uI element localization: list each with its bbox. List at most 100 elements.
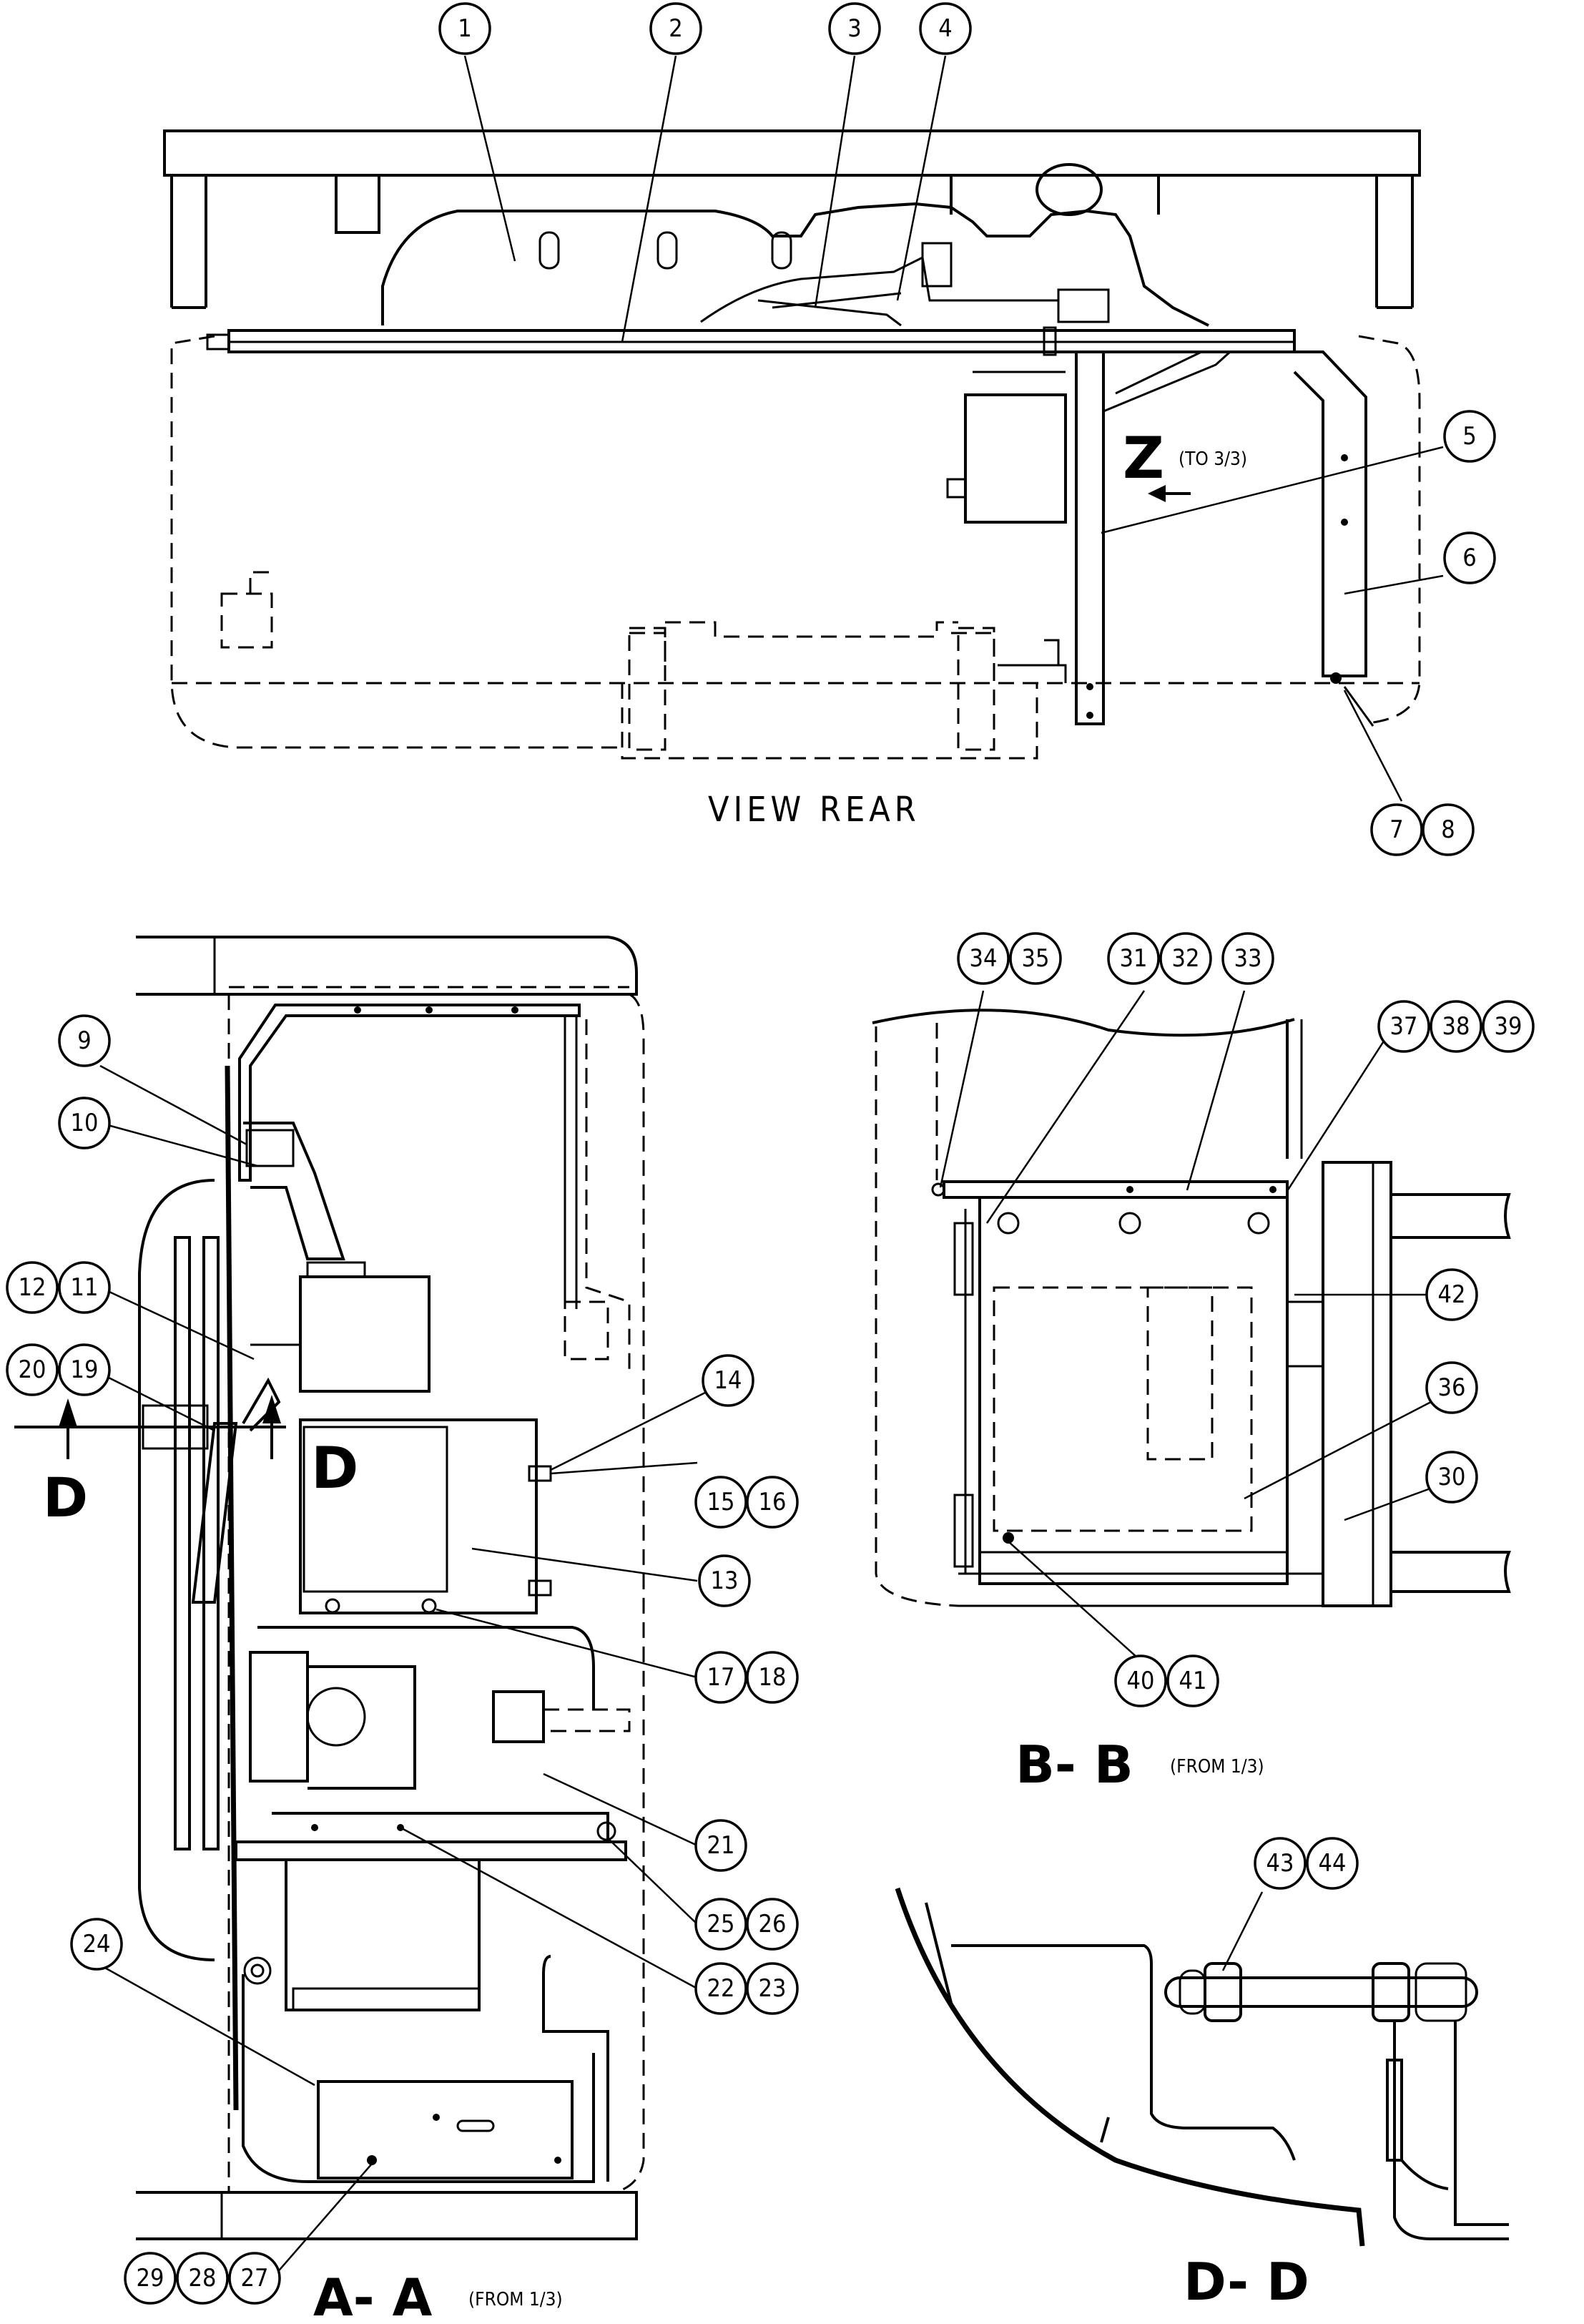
svg-text:43: 43 [1266, 1849, 1294, 1878]
callout-32: 32 [1159, 932, 1212, 985]
callout-6: 6 [1443, 531, 1496, 584]
section-dd-title: D- D [1184, 2252, 1309, 2312]
callout-3: 3 [828, 2, 881, 55]
callout-35: 35 [1009, 932, 1062, 985]
callout-15: 15 [694, 1476, 747, 1529]
svg-text:34: 34 [970, 944, 998, 973]
svg-text:39: 39 [1495, 1012, 1522, 1041]
svg-text:27: 27 [241, 2264, 269, 2293]
svg-text:38: 38 [1442, 1012, 1470, 1041]
svg-text:14: 14 [714, 1366, 742, 1395]
callout-42: 42 [1425, 1268, 1478, 1321]
svg-text:13: 13 [711, 1567, 739, 1595]
callout-8: 8 [1422, 803, 1475, 856]
callout-21: 21 [694, 1819, 747, 1872]
callout-22: 22 [694, 1962, 747, 2015]
svg-text:25: 25 [707, 1910, 735, 1938]
callout-10: 10 [58, 1097, 111, 1149]
svg-text:19: 19 [71, 1355, 99, 1384]
svg-text:3: 3 [847, 14, 861, 43]
svg-text:21: 21 [707, 1831, 735, 1860]
svg-text:44: 44 [1319, 1849, 1347, 1878]
callout-37: 37 [1377, 1000, 1430, 1053]
svg-text:41: 41 [1179, 1667, 1207, 1695]
svg-text:35: 35 [1022, 944, 1050, 973]
svg-text:6: 6 [1462, 544, 1476, 572]
callout-30: 30 [1425, 1451, 1478, 1504]
svg-text:2: 2 [669, 14, 682, 43]
callout-5: 5 [1443, 410, 1496, 463]
callout-4: 4 [919, 2, 972, 55]
section-bb: B- B (FROM 1/3) [872, 1009, 1511, 1795]
section-bb-from: (FROM 1/3) [1170, 1756, 1264, 1778]
callout-9: 9 [58, 1014, 111, 1067]
callout-2: 2 [649, 2, 702, 55]
svg-text:16: 16 [759, 1488, 787, 1516]
callout-23: 23 [746, 1962, 799, 2015]
callout-14: 14 [702, 1354, 754, 1407]
z-marker-letter: Z [1123, 425, 1164, 491]
callout-34: 34 [957, 932, 1010, 985]
callout-13: 13 [698, 1554, 751, 1607]
section-aa: D D A- [14, 936, 645, 2324]
callout-17: 17 [694, 1651, 747, 1704]
svg-text:42: 42 [1438, 1280, 1466, 1309]
svg-text:24: 24 [83, 1930, 111, 1958]
svg-text:5: 5 [1462, 422, 1476, 451]
callout-20: 20 [6, 1343, 59, 1396]
svg-text:11: 11 [71, 1273, 99, 1302]
callout-33: 33 [1221, 932, 1274, 985]
callout-43: 43 [1254, 1837, 1307, 1890]
svg-text:4: 4 [938, 14, 952, 43]
callout-38: 38 [1430, 1000, 1482, 1053]
svg-text:31: 31 [1120, 944, 1148, 973]
callout-12: 12 [6, 1261, 59, 1314]
svg-text:36: 36 [1438, 1373, 1466, 1402]
svg-text:8: 8 [1441, 815, 1455, 844]
section-aa-from: (FROM 1/3) [468, 2289, 563, 2310]
section-dd: D- D [895, 1887, 1509, 2312]
svg-text:32: 32 [1172, 944, 1200, 973]
callouts: 1 2 3 4 5 6 7 8 9 10 12 11 20 19 14 15 1… [6, 2, 1535, 2305]
callout-25: 25 [694, 1898, 747, 1951]
svg-text:28: 28 [189, 2264, 217, 2293]
svg-text:12: 12 [19, 1273, 46, 1302]
svg-text:15: 15 [707, 1488, 735, 1516]
callout-31: 31 [1107, 932, 1160, 985]
callout-18: 18 [746, 1651, 799, 1704]
svg-text:17: 17 [707, 1663, 735, 1692]
callout-24: 24 [70, 1918, 123, 1971]
svg-text:10: 10 [71, 1109, 99, 1137]
svg-text:18: 18 [759, 1663, 787, 1692]
z-marker-note: (TO 3/3) [1179, 448, 1247, 470]
svg-text:37: 37 [1390, 1012, 1418, 1041]
view-rear: Z (TO 3/3) VIEW REAR [163, 129, 1421, 830]
svg-text:7: 7 [1389, 815, 1403, 844]
svg-text:29: 29 [137, 2264, 164, 2293]
callout-39: 39 [1482, 1000, 1535, 1053]
callout-11: 11 [58, 1261, 111, 1314]
callout-28: 28 [176, 2252, 229, 2305]
callout-41: 41 [1166, 1654, 1219, 1707]
svg-text:9: 9 [77, 1026, 91, 1055]
svg-text:30: 30 [1438, 1463, 1466, 1491]
svg-text:20: 20 [19, 1355, 46, 1384]
section-aa-title: A- A [313, 2267, 433, 2324]
section-d-arrow-label: D [43, 1466, 88, 1529]
callout-29: 29 [124, 2252, 177, 2305]
section-d-label: D [311, 1435, 358, 1501]
callout-26: 26 [746, 1898, 799, 1951]
callout-16: 16 [746, 1476, 799, 1529]
callout-44: 44 [1306, 1837, 1359, 1890]
svg-text:26: 26 [759, 1910, 787, 1938]
callout-19: 19 [58, 1343, 111, 1396]
section-bb-title: B- B [1015, 1735, 1133, 1795]
svg-text:40: 40 [1127, 1667, 1155, 1695]
view-rear-title: VIEW REAR [708, 790, 920, 830]
callout-36: 36 [1425, 1361, 1478, 1414]
svg-text:1: 1 [458, 14, 471, 43]
callout-1: 1 [438, 2, 491, 55]
callout-27: 27 [228, 2252, 281, 2305]
svg-text:33: 33 [1234, 944, 1262, 973]
